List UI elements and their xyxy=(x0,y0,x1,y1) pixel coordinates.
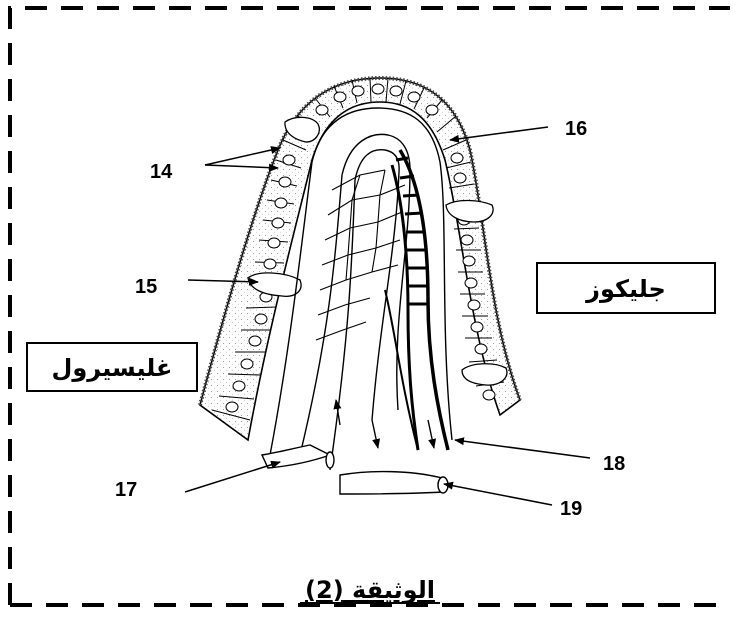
arrow-17 xyxy=(185,462,280,492)
base-vessels xyxy=(262,445,448,494)
label-16: 16 xyxy=(565,118,587,140)
document-caption: الوثيقة (2) xyxy=(305,576,435,604)
arrow-18 xyxy=(455,440,590,458)
blood-vessel-dark xyxy=(385,150,448,450)
flow-arrows xyxy=(336,400,434,448)
arrow-14b xyxy=(205,165,278,168)
glucose-box: جليكوز xyxy=(537,263,715,313)
label-19: 19 xyxy=(560,498,582,520)
arrow-14a xyxy=(205,148,280,165)
label-14: 14 xyxy=(150,161,173,183)
glycerol-label: غليسيرول xyxy=(52,354,173,382)
arrow-19 xyxy=(444,484,552,505)
label-17: 17 xyxy=(115,479,137,501)
glucose-label: جليكوز xyxy=(585,275,666,303)
label-15: 15 xyxy=(135,276,157,298)
glycerol-box: غليسيرول xyxy=(27,343,197,391)
label-18: 18 xyxy=(603,453,625,475)
